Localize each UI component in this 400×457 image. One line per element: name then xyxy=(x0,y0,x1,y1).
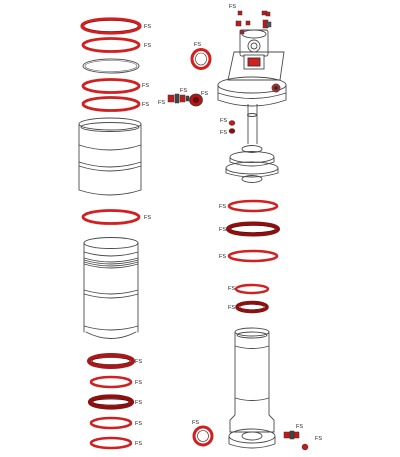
fs-label: FS xyxy=(142,102,149,108)
small-fasteners xyxy=(235,10,272,35)
seal-ring xyxy=(89,416,133,430)
damper-shaft xyxy=(247,104,258,144)
fs-label: FS xyxy=(180,88,187,94)
shaft-seals xyxy=(228,120,236,134)
fs-label: FS xyxy=(228,286,235,292)
fs-label: FS xyxy=(192,420,199,426)
seal-ring xyxy=(81,78,141,94)
fs-label: FS xyxy=(229,4,236,10)
damper-head xyxy=(217,29,287,107)
fs-label: FS xyxy=(135,359,142,365)
fs-label: FS xyxy=(135,441,142,447)
fs-label: FS xyxy=(194,42,201,48)
fs-label: FS xyxy=(135,400,142,406)
washer-seal xyxy=(190,48,212,70)
seal-ring xyxy=(81,209,141,225)
valve-cap xyxy=(189,93,203,107)
fs-label: FS xyxy=(201,91,208,97)
fs-label: FS xyxy=(220,130,227,136)
air-sleeve xyxy=(78,117,142,196)
fs-label: FS xyxy=(228,305,235,311)
fs-label: FS xyxy=(158,100,165,106)
fs-label: FS xyxy=(135,421,142,427)
seal-ring xyxy=(81,96,141,112)
fs-label: FS xyxy=(296,424,303,430)
seal-ring xyxy=(226,221,280,237)
fs-label: FS xyxy=(144,43,151,49)
fs-label: FS xyxy=(219,227,226,233)
seal-ring xyxy=(87,394,135,410)
damper-body xyxy=(83,237,139,339)
washer-seal xyxy=(192,425,214,447)
fs-label: FS xyxy=(219,254,226,260)
glide-ring xyxy=(82,58,140,74)
seal-ring xyxy=(227,249,279,263)
seal-ring xyxy=(89,375,133,389)
seal-ring xyxy=(234,283,270,295)
fs-label: FS xyxy=(220,118,227,124)
fs-label: FS xyxy=(135,380,142,386)
seal-ring xyxy=(235,300,269,314)
valve-core xyxy=(283,430,309,451)
left-column: FS FS FS FS FS FS FS FS FS FS xyxy=(78,17,151,450)
fs-label: FS xyxy=(315,436,322,442)
seal-ring xyxy=(89,436,133,450)
valve-core xyxy=(167,93,190,104)
lower-body xyxy=(228,327,276,449)
fs-label: FS xyxy=(144,24,151,30)
piston-assembly xyxy=(225,145,279,183)
seal-ring xyxy=(81,37,141,53)
seal-ring xyxy=(227,199,279,213)
seal-ring xyxy=(87,353,135,369)
fs-label: FS xyxy=(219,204,226,210)
fs-label: FS xyxy=(144,215,151,221)
seal-ring xyxy=(80,17,142,35)
right-column: FS FS FS xyxy=(192,4,322,451)
fs-label: FS xyxy=(142,83,149,89)
centre-parts: FS FS FS FS xyxy=(158,42,212,107)
